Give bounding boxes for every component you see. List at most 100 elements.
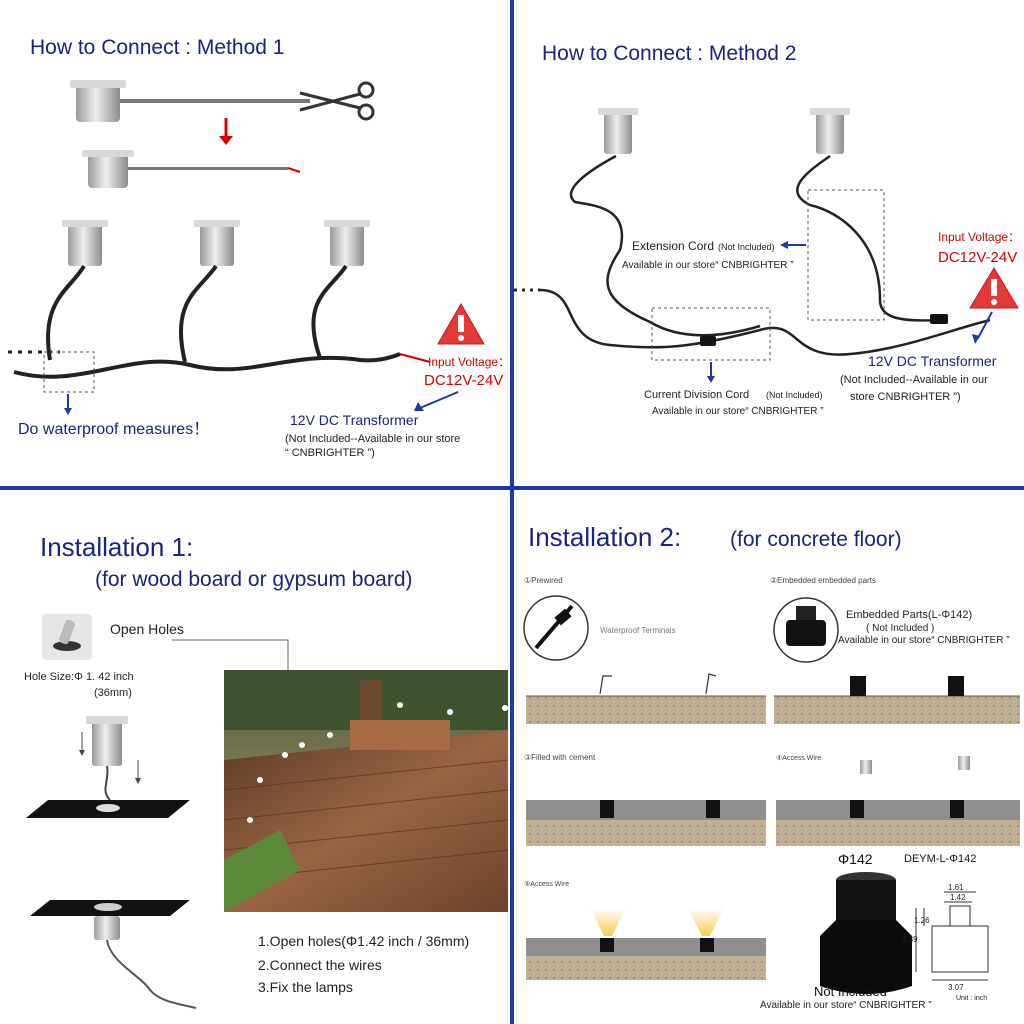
cement-layer-1	[526, 800, 766, 820]
blue-arrow-icon	[972, 311, 993, 344]
cement-layer-2	[776, 800, 1020, 820]
method1-title: How to Connect : Method 1	[30, 36, 284, 59]
install1-panel: Installation 1: (for wood board or gypsu…	[24, 532, 509, 1009]
m2-lamp-2-icon	[810, 108, 850, 154]
m2-input-voltage-value: DC12V-24V	[938, 249, 1017, 266]
embedded-part-1	[850, 676, 866, 696]
embedded-part-2	[948, 676, 964, 696]
install2-title: Installation 2:	[528, 522, 681, 552]
lamp-insert-icon	[79, 716, 141, 801]
install2-step2-label: ②Embedded embedded parts	[770, 576, 876, 585]
cement-layer-3	[526, 938, 766, 956]
hole-saw-icon	[42, 614, 92, 660]
extension-not-included: (Not Included)	[718, 242, 775, 252]
method2-title: How to Connect : Method 2	[542, 42, 796, 65]
lamp-cut-wire-icon	[82, 150, 301, 188]
method2-wiring	[539, 154, 991, 356]
slab-1	[526, 696, 766, 724]
embedded-parts-label: Embedded Parts(L-Φ142)	[846, 609, 972, 621]
phi-label: Φ142	[838, 851, 873, 867]
waterproof-label: Do waterproof measures！	[18, 421, 209, 438]
dim-top: 1.61	[948, 883, 964, 892]
waterproof-joint-box	[43, 351, 95, 393]
waterproof-terminals-label: Waterproof Terminals	[600, 626, 676, 635]
install2-subtitle: (for concrete floor)	[730, 528, 902, 551]
dim-h2: 3.39	[902, 935, 918, 944]
dimension-drawing	[915, 891, 989, 981]
embedded-not-included: ( Not Included )	[866, 623, 934, 634]
embedded-part-zoom-icon	[773, 597, 839, 663]
not-included-label: Not Included	[814, 984, 887, 999]
m1-transformer-label: 12V DC Transformer	[290, 412, 419, 428]
m1-input-voltage-label: Input Voltage：	[428, 355, 510, 369]
m2-lamp-1-icon	[598, 108, 638, 154]
lamp-3-icon	[324, 220, 370, 266]
m1-input-voltage-value: DC12V-24V	[424, 372, 503, 389]
warning-icon	[437, 302, 485, 345]
fixed-lamp-top-icon	[94, 903, 122, 911]
hole-size-label: Hole Size:Φ 1. 42 inch	[24, 671, 134, 683]
slab-5	[526, 956, 766, 980]
deck-photo	[223, 670, 509, 912]
slab-3	[526, 820, 766, 846]
board-hole-icon	[96, 804, 120, 812]
extension-store: Available in our store“ CNBRIGHTER ”	[622, 260, 794, 271]
extension-cord-label: Extension Cord	[632, 239, 714, 253]
red-lead-wire	[399, 353, 431, 363]
method1-wiring	[13, 264, 401, 379]
slab-2	[774, 696, 1020, 724]
embedded-store: Available in our store“ CNBRIGHTER ”	[838, 635, 1010, 646]
install1-title: Installation 1:	[40, 532, 193, 562]
m2-transformer-note1: (Not Included--Available in our	[840, 374, 988, 386]
model-label: DEYM-L-Φ142	[904, 853, 976, 865]
install1-step3: 3.Fix the lamps	[258, 979, 353, 995]
install2-store-label: Available in our store“ CNBRIGHTER ”	[760, 1000, 932, 1011]
division-connector-icon	[700, 336, 716, 346]
red-down-arrow-icon	[219, 118, 233, 145]
method1-panel: How to Connect : Method 1	[8, 36, 510, 459]
m2-transformer-note2: store CNBRIGHTER ”)	[850, 391, 961, 403]
scissors-icon	[299, 81, 375, 121]
slab-4	[776, 820, 1020, 846]
light-beam-1	[590, 908, 626, 936]
install2-step5-label: ⑤Access Wire	[524, 880, 569, 888]
install2-step4-label: ④Access Wire	[776, 754, 821, 762]
light-beam-2	[688, 908, 724, 936]
embedded-part-large-icon	[820, 872, 912, 994]
division-cord-box	[651, 307, 771, 361]
hole-size-mm: (36mm)	[94, 687, 132, 699]
terminal-zoom-icon	[523, 595, 589, 661]
dim-inner: 1.42	[950, 893, 966, 902]
blue-arrow-icon	[64, 394, 72, 415]
lamp-1-icon	[62, 220, 108, 266]
method2-panel: How to Connect : Method 2 Extension Cord…	[514, 42, 1020, 417]
install2-step1-label: ①Prewired	[524, 576, 563, 585]
m1-transformer-note1: (Not Included--Available in our store	[285, 433, 460, 445]
lamp-2-icon	[194, 220, 240, 266]
install2-step3-label: ③Filled with cement	[524, 753, 596, 762]
install1-step2: 2.Connect the wires	[258, 957, 382, 973]
open-holes-label: Open Holes	[110, 621, 184, 637]
install1-subtitle: (for wood board or gypsum board)	[95, 568, 413, 591]
blue-arrow-icon	[707, 362, 715, 383]
blue-arrow-icon	[780, 241, 806, 249]
division-store: Available in our store“ CNBRIGHTER ”	[652, 406, 824, 417]
blue-arrow-icon	[414, 391, 459, 411]
install1-step1: 1.Open holes(Φ1.42 inch / 36mm)	[258, 933, 469, 949]
m2-warning-icon	[969, 267, 1019, 309]
transformer-connector-icon	[930, 314, 948, 324]
unit-label: Unit : inch	[956, 995, 987, 1002]
division-cord-label: Current Division Cord	[644, 389, 749, 401]
extension-cord-box	[807, 189, 885, 321]
fixed-lamp-body-icon	[94, 916, 120, 940]
m1-transformer-note2: “ CNBRIGHTER ”)	[285, 447, 375, 459]
m2-transformer-label: 12V DC Transformer	[868, 353, 997, 369]
install2-panel: Installation 2: (for concrete floor) ①Pr…	[523, 522, 1020, 1011]
lamp-with-wire-icon	[70, 80, 310, 122]
division-not-included: (Not Included)	[766, 390, 823, 400]
dim-h1: 1.26	[914, 916, 930, 925]
m2-input-voltage-label: Input Voltage：	[938, 230, 1020, 244]
fixed-lamp-wire	[106, 939, 197, 1009]
